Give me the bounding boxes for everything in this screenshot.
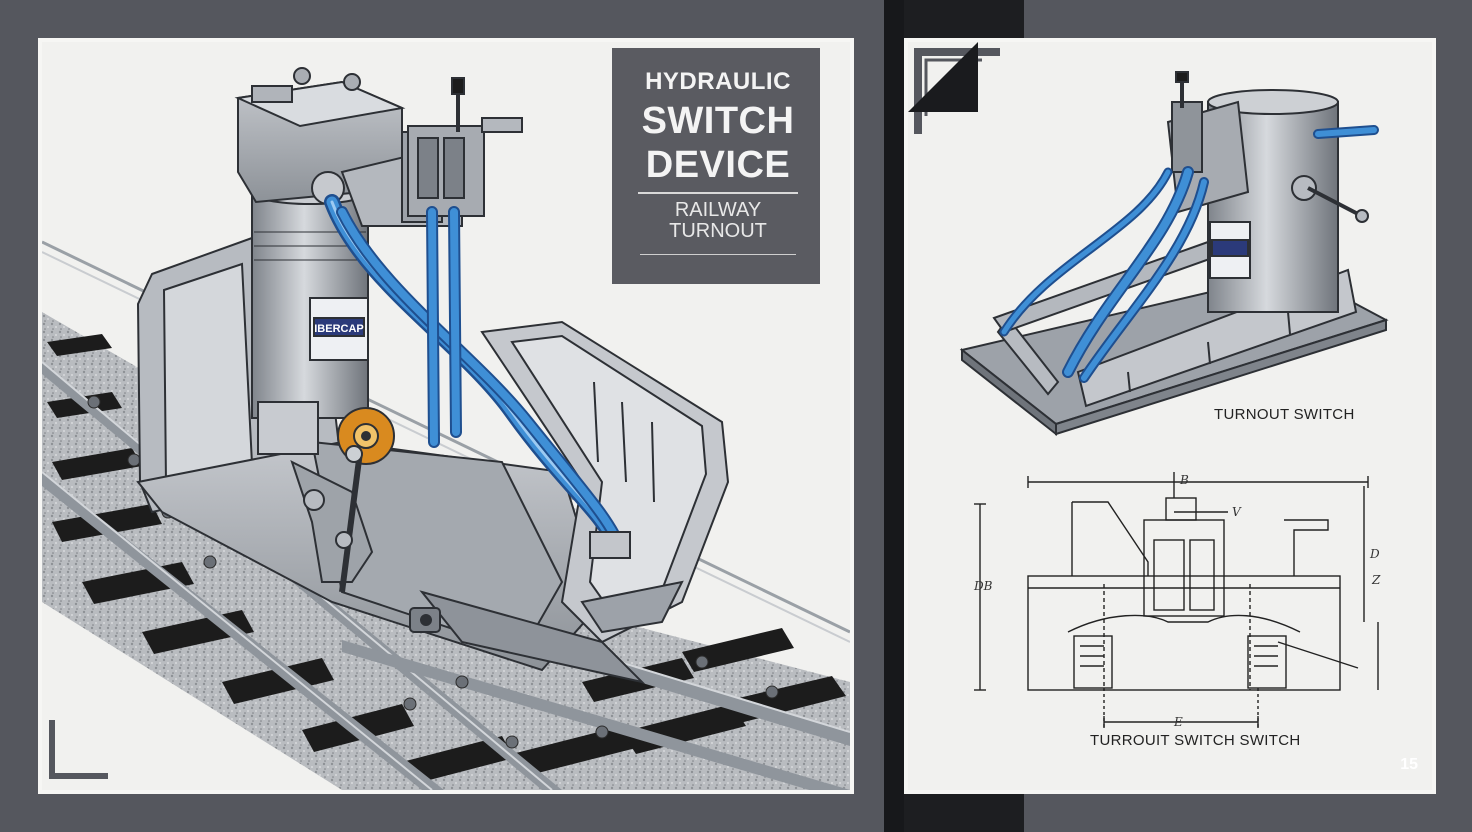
valve-block: [407, 77, 523, 217]
title-line-2: SWITCH: [641, 100, 795, 142]
dimension-label-left: DB: [973, 579, 993, 593]
hydraulic-device-illustration: IBERCAP: [42, 67, 850, 790]
turnout-switch-isometric: [959, 71, 1389, 437]
technical-drawing: B V DB D Z E: [973, 472, 1381, 729]
dimension-label-inner-top: V: [1232, 505, 1242, 519]
drive-gear: [290, 407, 395, 593]
title-line-1: HYDRAULIC: [645, 68, 791, 95]
page-number: 15: [1400, 756, 1418, 773]
caption-switch-drawing: TURROUIT SWITCH SWITCH: [1090, 732, 1301, 749]
dimension-label-right-lower: Z: [1371, 573, 1381, 587]
cylinder-label: IBERCAP: [314, 323, 364, 335]
dimension-label-top: B: [1179, 473, 1189, 487]
caption-turnout-switch: TURNOUT SWITCH: [1214, 406, 1355, 423]
subtitle-line-1: RAILWAY: [674, 199, 762, 221]
subtitle-divider: [640, 254, 796, 255]
corner-bracket-decoration: [49, 720, 108, 779]
title-divider: [638, 192, 798, 194]
title-box: HYDRAULIC SWITCH DEVICE RAILWAY TURNOUT: [612, 48, 820, 284]
page-corner-decoration: [908, 42, 978, 112]
subtitle-line-2: TURNOUT: [669, 220, 767, 242]
right-diagram-panel: B V DB D Z E TURNOUT SWITCH TURROUIT SWI…: [904, 38, 1436, 794]
hydraulic-hoses: [324, 194, 628, 558]
left-illustration-panel: IBERCAP: [38, 38, 854, 794]
dimension-label-bottom: E: [1173, 715, 1183, 729]
title-line-3: DEVICE: [645, 144, 791, 186]
dimension-label-right-upper: D: [1369, 547, 1380, 561]
